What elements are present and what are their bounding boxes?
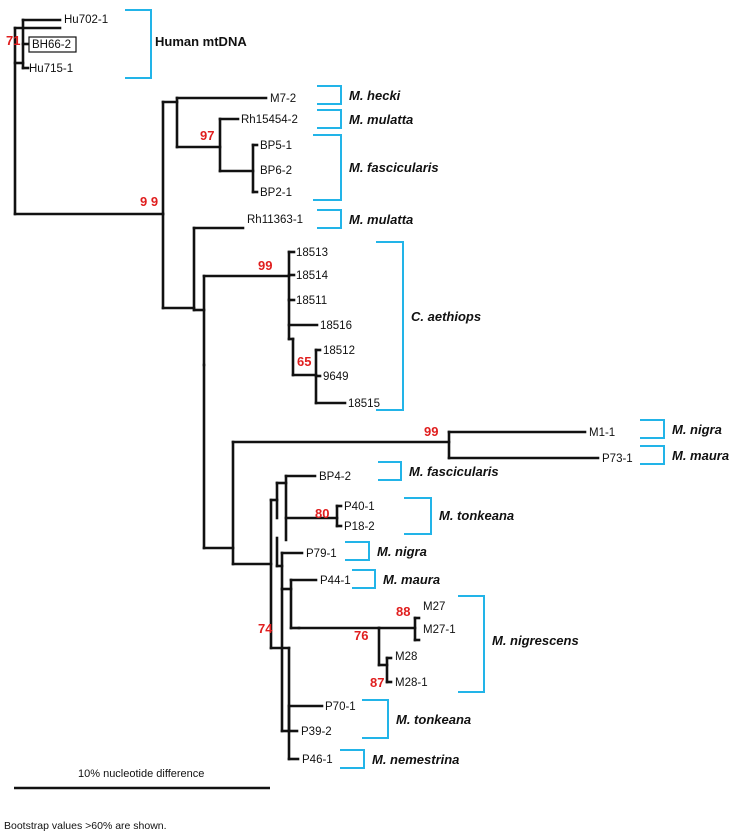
group-bracket [317,85,342,105]
group-label-maura: M. maura [672,448,729,463]
leaf-label: M1-1 [589,427,615,439]
leaf-label: BP4-2 [319,471,351,483]
group-bracket [458,595,485,693]
group-label-aethiops: C. aethiops [411,309,481,324]
bootstrap-value: 87 [370,675,384,690]
bootstrap-value: 99 [424,424,438,439]
bootstrap-value: 99 [258,258,272,273]
leaf-label: P44-1 [320,575,351,587]
group-bracket [362,699,389,739]
highlight-box [28,36,77,53]
group-label-nigra: M. nigra [377,544,427,559]
leaf-label: P73-1 [602,453,633,465]
leaf-label: M7-2 [270,93,296,105]
group-label-nemestrina: M. nemestrina [372,752,459,767]
leaf-label: Hu702-1 [64,14,108,26]
leaf-label: 18513 [296,247,328,259]
scale-bar-label: 10% nucleotide difference [78,768,204,780]
leaf-label: 9649 [323,371,349,383]
leaf-label: M28 [395,651,417,663]
group-bracket [317,109,342,129]
leaf-label: P40-1 [344,501,375,513]
leaf-label: BP2-1 [260,187,292,199]
group-label-tonkeana: M. tonkeana [439,508,514,523]
group-label-fascicularis: M. fascicularis [349,160,439,175]
group-label-maura: M. maura [383,572,440,587]
bootstrap-value: 71 [6,33,20,48]
group-brackets [125,9,665,769]
leaf-label: BH66-2 [32,39,71,51]
bootstrap-value: 76 [354,628,368,643]
group-bracket [125,9,152,79]
group-label-fascicularis: M. fascicularis [409,464,499,479]
leaf-label: 18516 [320,320,352,332]
group-label-nigrescens: M. nigrescens [492,633,579,648]
group-label-hecki: M. hecki [349,88,401,103]
group-bracket [376,241,404,411]
leaf-label: 18514 [296,270,329,282]
bootstrap-value: 74 [258,621,273,636]
bootstrap-value: 65 [297,354,311,369]
leaf-label: M27 [423,601,445,613]
tree-branches [13,18,600,761]
group-bracket [317,209,342,229]
group-labels: Human mtDNA M. hecki M. mulatta M. fasci… [155,34,729,767]
bootstrap-value: 80 [315,506,329,521]
group-bracket [640,419,665,439]
leaf-labels: Hu702-1 BH66-2 Hu715-1 M7-2 Rh15454-2 BP… [28,14,633,766]
group-bracket [313,134,342,201]
leaf-label: P46-1 [302,754,333,766]
group-bracket [352,569,376,589]
leaf-label: P79-1 [306,548,337,560]
leaf-label: 18515 [348,398,380,410]
group-label-mulatta: M. mulatta [349,212,413,227]
leaf-label: Hu715-1 [29,63,73,75]
leaf-label: P70-1 [325,701,356,713]
leaf-label: M28-1 [395,677,428,689]
bootstrap-value: 9 9 [140,194,158,209]
bootstrap-value: 88 [396,604,410,619]
leaf-label: BP6-2 [260,165,292,177]
leaf-label: Rh11363-1 [247,214,303,226]
group-bracket [345,541,370,561]
footnote: Bootstrap values >60% are shown. [4,820,167,832]
group-bracket [640,445,665,465]
bootstrap-value: 97 [200,128,214,143]
bootstrap-values: 71 97 9 9 99 65 99 80 74 76 88 87 [6,33,438,690]
group-bracket [404,497,432,535]
group-label-tonkeana: M. tonkeana [396,712,471,727]
leaf-label: P18-2 [344,521,375,533]
group-label-human: Human mtDNA [155,34,247,49]
leaf-label: BP5-1 [260,140,292,152]
leaf-label: P39-2 [301,726,332,738]
group-bracket [340,749,365,769]
leaf-label: 18511 [296,295,327,307]
leaf-label: Rh15454-2 [241,114,298,126]
leaf-label: 18512 [323,345,355,357]
group-bracket [378,461,402,481]
group-label-mulatta: M. mulatta [349,112,413,127]
group-label-nigra: M. nigra [672,422,722,437]
leaf-label: M27-1 [423,624,456,636]
